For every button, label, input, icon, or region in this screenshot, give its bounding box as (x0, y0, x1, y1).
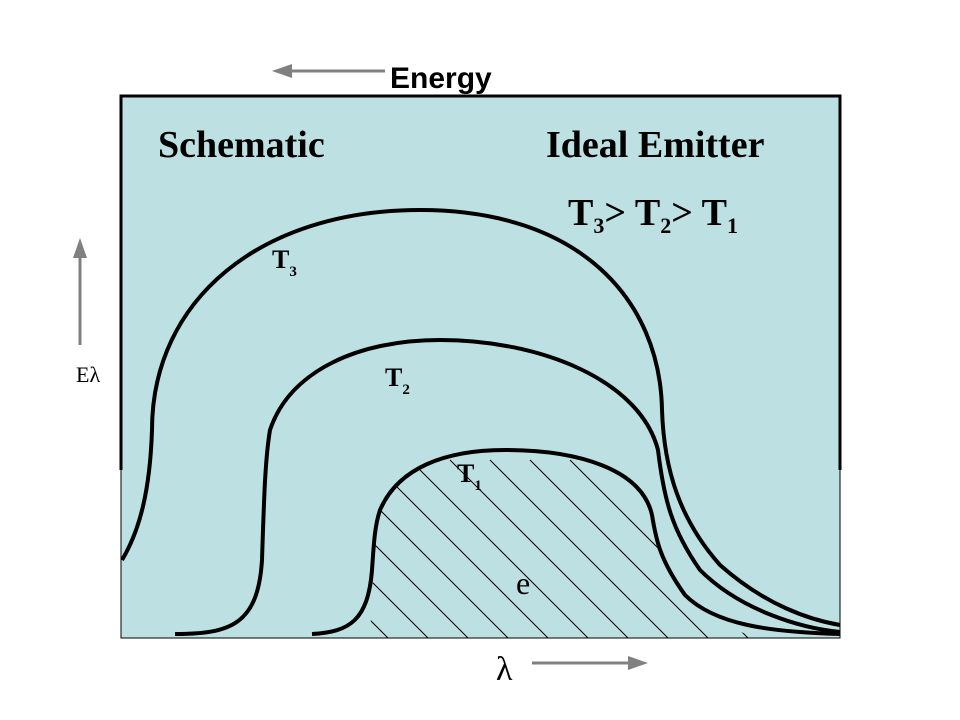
title-left: Schematic (158, 124, 325, 166)
temperature-relation: T3> T2> T1 (568, 192, 738, 238)
panel-border-bottom (120, 470, 841, 639)
x-axis-arrow-head (628, 656, 648, 670)
energy-label: Energy (390, 62, 492, 95)
curve-label-t1: T1 (457, 459, 482, 494)
curve-t3 (120, 207, 841, 627)
energy-arrow-head (272, 64, 292, 78)
title-right: Ideal Emitter (546, 124, 765, 166)
curve-t2 (174, 337, 841, 636)
panel-border-top (119, 94, 842, 470)
y-axis-label: Eλ (76, 362, 100, 387)
panel-background (121, 96, 840, 638)
curve-label-t2: T2 (385, 363, 410, 398)
x-axis-label: λ (496, 651, 513, 688)
emissivity-label: e (516, 565, 530, 601)
curve-label-t3: T3 (272, 245, 297, 280)
y-axis-arrow-head (73, 238, 87, 258)
curve-t1 (311, 447, 841, 636)
